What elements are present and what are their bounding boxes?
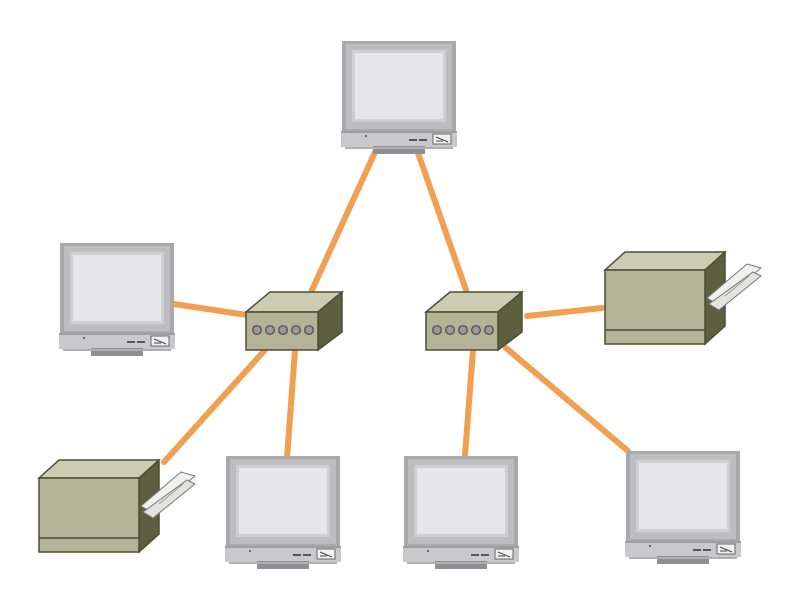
cable-pc-left-hub-left — [171, 301, 250, 318]
cable-pc-top-hub-right — [414, 147, 469, 293]
cable-pc-top-hub-left — [309, 147, 379, 293]
printer-left-icon — [38, 459, 196, 553]
cables — [161, 147, 631, 465]
cable-pc-bottom-right-hub-right — [503, 345, 631, 454]
cable-pc-bottom-left-hub-left — [284, 347, 298, 461]
computer-bottom-middle-icon — [403, 455, 519, 570]
computer-bottom-left-icon — [225, 455, 341, 570]
hub-right-icon — [425, 291, 523, 351]
computer-left-icon — [59, 242, 175, 357]
cable-printer-left-hub-left — [161, 347, 268, 465]
printer-right-icon — [604, 251, 762, 345]
cable-printer-right-hub-right — [524, 305, 605, 319]
hub-left-icon — [245, 291, 343, 351]
computer-top-icon — [341, 40, 457, 155]
computer-bottom-right-icon — [625, 450, 741, 565]
cable-pc-bottom-middle-hub-right — [462, 347, 476, 458]
